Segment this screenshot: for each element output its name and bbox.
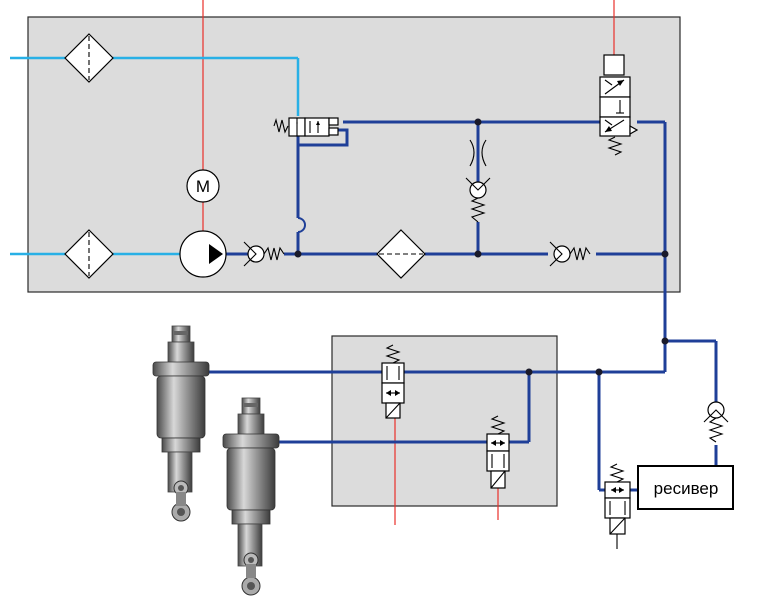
main-pump-block (27, 16, 681, 293)
pressure-lines (200, 120, 718, 492)
pump-icon (179, 230, 227, 278)
filter-icon (64, 33, 114, 83)
motor-icon: M (186, 169, 220, 203)
throttle-icon (469, 139, 487, 167)
filter-icon (64, 229, 114, 279)
check-valve-icon (243, 241, 285, 267)
check-valve-icon (465, 177, 491, 223)
solenoid-valve-icon (604, 463, 631, 549)
check-valve-icon (549, 241, 591, 267)
relief-valve-icon (273, 117, 339, 137)
damper-cylinder-icon (222, 397, 280, 596)
inlet-lines (10, 56, 300, 256)
damper-cylinder-icon (152, 325, 210, 522)
solenoid-valve-icon (381, 344, 405, 419)
motor-label: M (196, 177, 210, 196)
junction-nodes (294, 118, 669, 376)
solenoid-valve-icon (599, 54, 639, 156)
solenoid-valve-icon (486, 415, 510, 489)
receiver-label: ресивер (654, 479, 719, 498)
filter-icon (376, 229, 426, 279)
valve-block (331, 335, 558, 507)
receiver-icon: ресивер (637, 465, 734, 510)
check-valve-icon (703, 401, 729, 443)
